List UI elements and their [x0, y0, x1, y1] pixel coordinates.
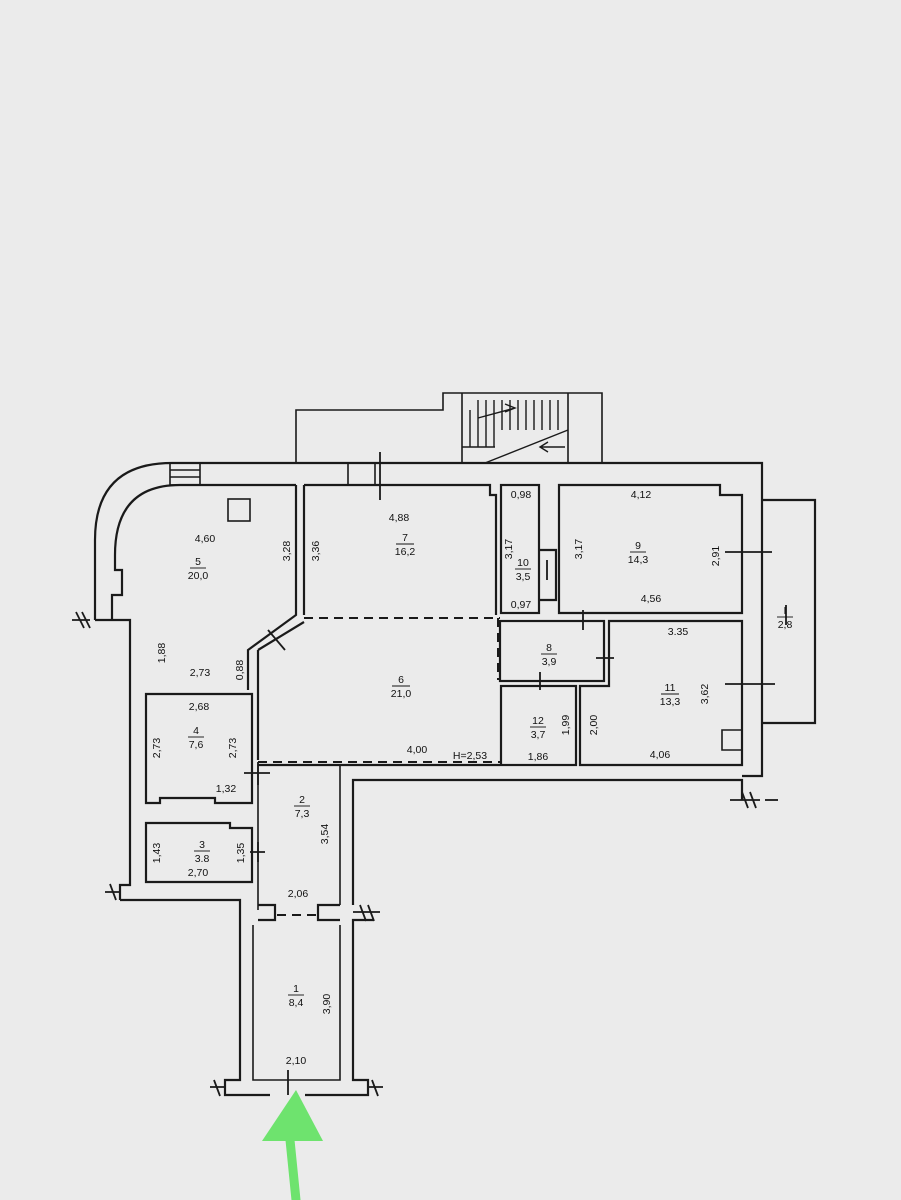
room-number: 4 — [193, 725, 199, 737]
room-label-5: 520,0 — [188, 556, 209, 582]
dim-label: 1,35 — [235, 843, 247, 864]
room-area: 3,7 — [531, 729, 546, 741]
dim-label: 3,90 — [321, 994, 333, 1015]
dim-label: 4,88 — [389, 512, 410, 524]
staircase — [169, 392, 603, 486]
room-number: 12 — [532, 715, 544, 727]
room-label-10: 103,5 — [515, 557, 531, 583]
openings — [258, 617, 500, 916]
dim-label: 2,68 — [189, 701, 210, 713]
room-number: I — [784, 605, 787, 617]
dim-label: 4,00 — [407, 744, 428, 756]
room-number: 1 — [293, 983, 299, 995]
room-area: 14,3 — [628, 554, 649, 566]
room-area: 3,9 — [542, 656, 557, 668]
room-label-I: I 2,8 — [777, 605, 793, 631]
room-number: 8 — [546, 642, 552, 654]
room-label-11: 11 13,3 — [660, 682, 681, 708]
dim-label: 3,17 — [503, 539, 515, 560]
room-label-4: 47,6 — [188, 725, 204, 751]
room-number: 7 — [402, 532, 408, 544]
dim-label: 0,88 — [234, 660, 246, 681]
room-label-12: 123,7 — [530, 715, 546, 741]
door-marks — [244, 452, 787, 1095]
dim-label: 4,06 — [650, 749, 671, 761]
room-area: 7,3 — [295, 808, 310, 820]
entrance-arrow — [262, 1090, 323, 1200]
room-labels: 520,0 716,2 103,5 914,3 621,0 83,9 1113,… — [188, 532, 793, 1009]
dim-label: 1,86 — [528, 751, 549, 763]
room-number: 9 — [635, 540, 641, 552]
dim-label: 0,97 — [511, 599, 532, 611]
dim-label: 2,06 — [288, 888, 309, 900]
dim-label: 1,32 — [216, 783, 237, 795]
dim-label: 3,28 — [281, 541, 293, 562]
dim-label: 4,56 — [641, 593, 662, 605]
dim-label: 4,60 — [195, 533, 216, 545]
height-note: H=2,53 — [453, 750, 487, 762]
room-label-8: 83,9 — [541, 642, 557, 668]
room-number: 5 — [195, 556, 201, 568]
room-area: 20,0 — [188, 570, 209, 582]
dim-label: 2,00 — [588, 715, 600, 736]
dim-label: 1,88 — [156, 643, 168, 664]
dim-label: 0,98 — [511, 489, 532, 501]
dim-label: 4,12 — [631, 489, 652, 501]
room-label-2: 27,3 — [294, 794, 310, 820]
dim-label: 3,62 — [699, 684, 711, 705]
room-area: 7,6 — [189, 739, 204, 751]
dim-label: 1,99 — [560, 715, 572, 736]
room-label-7: 716,2 — [395, 532, 416, 558]
room-number: 3 — [199, 839, 205, 851]
room-area: 13,3 — [660, 696, 681, 708]
room-label-1: 18,4 — [288, 983, 304, 1009]
room-area: 2,8 — [778, 619, 793, 631]
room-number: 6 — [398, 674, 404, 686]
room-area: 16,2 — [395, 546, 416, 558]
room-area: 8,4 — [289, 997, 304, 1009]
dim-label: 2,73 — [151, 738, 163, 759]
dim-label: 1,43 — [151, 843, 163, 864]
room-label-3: 33.8 — [194, 839, 210, 865]
dim-label: 2,91 — [710, 546, 722, 567]
room-area: 3,5 — [516, 571, 531, 583]
dim-label: 2,70 — [188, 867, 209, 879]
room-label-9: 914,3 — [628, 540, 649, 566]
room-area: 3.8 — [195, 853, 210, 865]
room-walls — [144, 483, 817, 922]
dim-label: 3,54 — [319, 824, 331, 845]
room-number: 10 — [517, 557, 529, 569]
dim-label: 2,10 — [286, 1055, 307, 1067]
dimension-labels: 4,60 3,28 1,88 2,73 0,88 4,88 3,36 0,98 … — [151, 489, 722, 1067]
room-number: 11 — [665, 682, 676, 694]
room-area: 21,0 — [391, 688, 412, 700]
dim-label: 3,17 — [573, 539, 585, 560]
dim-label: 2,73 — [190, 667, 211, 679]
room-number: 2 — [299, 794, 305, 806]
dim-label: 2,73 — [227, 738, 239, 759]
dim-label: 3,36 — [310, 541, 322, 562]
room-label-6: 621,0 — [391, 674, 412, 700]
dim-label: 3.35 — [668, 626, 689, 638]
outer-walls — [72, 461, 778, 1097]
